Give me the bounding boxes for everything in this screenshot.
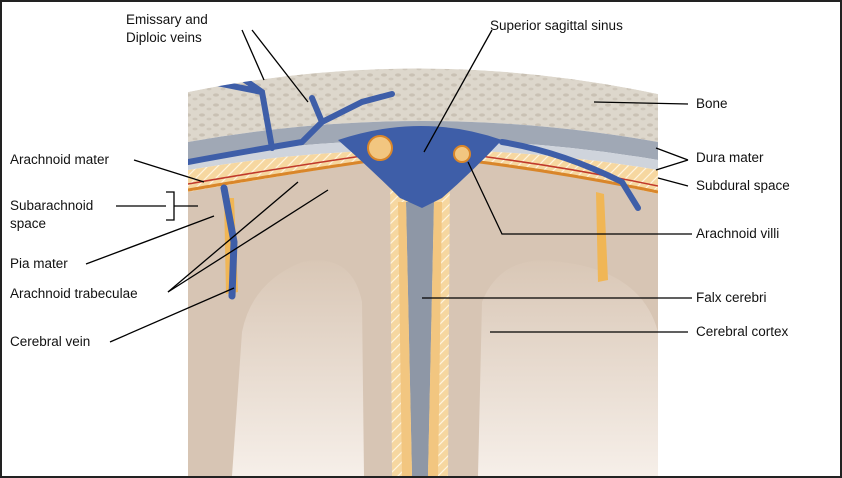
arachnoid-villus-right [453,145,471,163]
label-cerebral-vein: Cerebral vein [10,334,90,349]
label-dura-mater: Dura mater [696,150,764,165]
label-bone: Bone [696,96,728,111]
label-subarachnoid-space: space [10,216,46,231]
label-subdural-space: Subdural space [696,178,790,193]
label-falx-cerebri: Falx cerebri [696,290,767,305]
dura-mater-layer [188,121,658,160]
label-superior-sagittal-sinus: Superior sagittal sinus [490,18,623,33]
emissary-veins [188,75,395,165]
white-matter-left [232,260,364,476]
label-subarachnoid: Subarachnoid [10,198,93,213]
label-diploic: Diploic veins [126,30,202,45]
bone-layer [188,68,658,142]
leader-lines [85,29,692,343]
cerebral-vein [220,184,238,300]
dura-vein-right [499,139,641,211]
label-cerebral-cortex: Cerebral cortex [696,324,789,339]
label-arachnoid-trabeculae: Arachnoid trabeculae [10,286,138,301]
label-arachnoid-mater: Arachnoid mater [10,152,110,167]
label-pia-mater: Pia mater [10,256,68,271]
white-matter-right [478,260,658,476]
falx-cerebri [406,202,434,476]
sulcus-right [596,192,608,282]
label-arachnoid-villi: Arachnoid villi [696,226,779,241]
pia-mater-line [188,158,377,192]
pia-mater-line-right [463,158,658,194]
label-emissary: Emissary and [126,12,208,27]
arachnoid-villus-left [367,135,393,161]
